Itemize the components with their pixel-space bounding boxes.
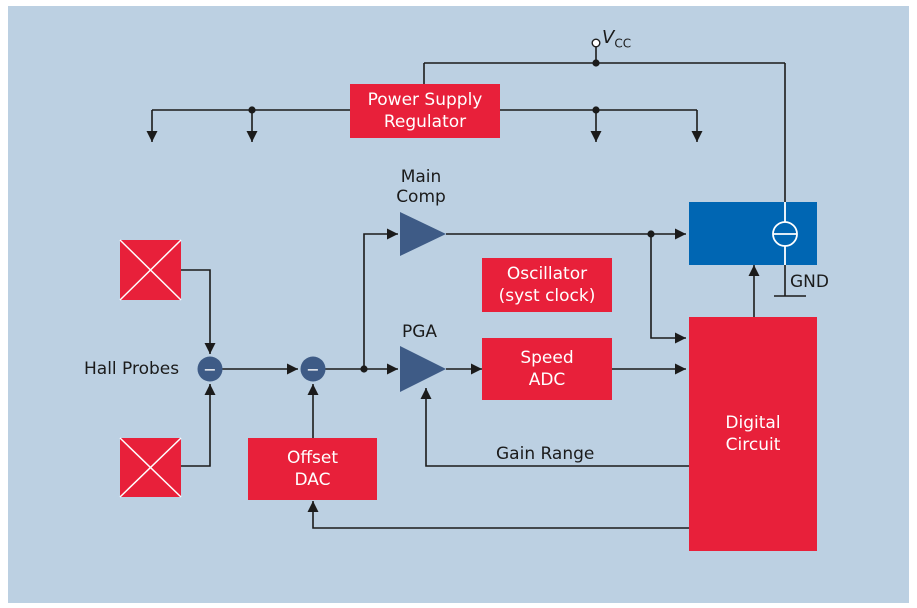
digital-to-dac-wire xyxy=(307,501,689,529)
hall-probe-top xyxy=(119,239,182,301)
summing-node-2-sign: − xyxy=(306,360,319,379)
hall-probe-bottom-wire xyxy=(181,384,216,467)
power-supply-line1: Power Supply xyxy=(367,90,483,110)
digital-circuit-block: Digital Circuit xyxy=(689,317,817,551)
offset-dac-line1: Offset xyxy=(286,448,339,468)
offset-dac-line2: DAC xyxy=(294,470,331,490)
offset-dac-block: Offset DAC xyxy=(248,438,377,500)
speed-adc-block: Speed ADC xyxy=(482,338,612,400)
oscillator-line2: (syst clock) xyxy=(498,286,596,306)
main-comp-label: Main Comp xyxy=(396,167,446,207)
gain-range-label: Gain Range xyxy=(496,444,595,464)
to-main-comp-wire xyxy=(363,228,398,369)
vcc-label: VCC xyxy=(602,27,632,51)
hall-probes-label: Hall Probes xyxy=(84,359,180,379)
speed-adc-line1: Speed xyxy=(520,348,574,368)
power-supply-regulator-block: Power Supply Regulator xyxy=(350,84,500,138)
vcc-terminal xyxy=(591,38,601,48)
junction-dot xyxy=(248,106,256,114)
summing-node-1-sign: − xyxy=(203,360,216,379)
summing-node-2 xyxy=(300,356,326,382)
speed-adc-line2: ADC xyxy=(528,370,566,390)
gain-range-wire xyxy=(420,388,689,467)
hall-probe-top-wire xyxy=(181,269,216,354)
pga-triangle xyxy=(400,346,446,392)
junction-dot xyxy=(360,365,368,373)
main-comp-triangle xyxy=(400,212,446,256)
summing-node-1 xyxy=(197,356,223,382)
junction-dot xyxy=(592,59,600,67)
gnd-label: GND xyxy=(790,272,829,292)
oscillator-line1: Oscillator xyxy=(506,264,588,284)
power-supply-line2: Regulator xyxy=(383,112,467,132)
junctions xyxy=(248,59,655,373)
junction-dot xyxy=(647,230,655,238)
digital-circuit-line2: Circuit xyxy=(725,435,781,455)
pga-label: PGA xyxy=(402,322,438,342)
junction-dot xyxy=(592,106,600,114)
digital-circuit-line1: Digital xyxy=(725,413,781,433)
hall-probe-bottom xyxy=(119,437,182,498)
main-comp-to-digital-wire xyxy=(650,234,686,344)
oscillator-block: Oscillator (syst clock) xyxy=(482,258,612,312)
